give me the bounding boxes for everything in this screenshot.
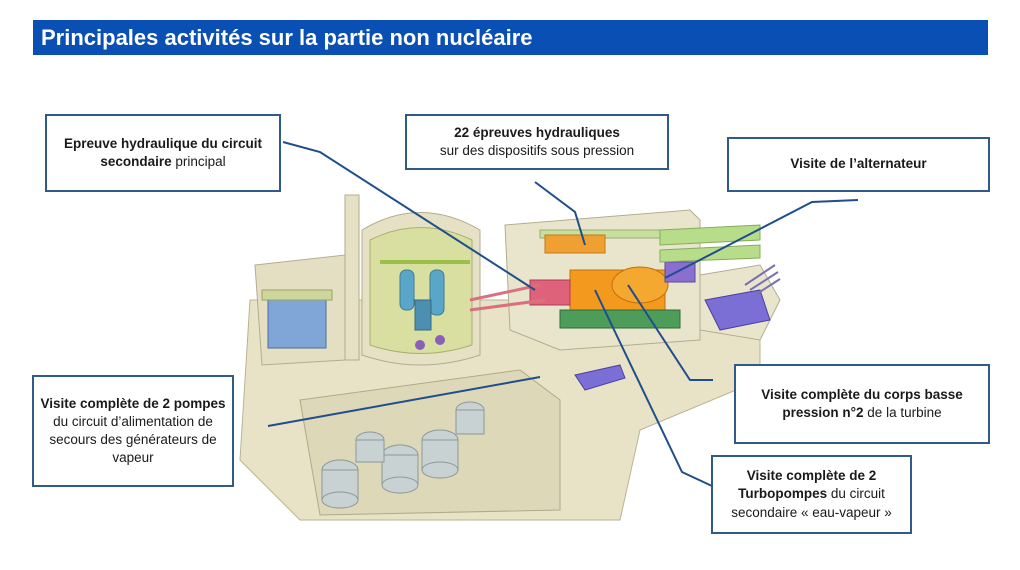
leader-epreuves-22 bbox=[534, 181, 586, 246]
storage-tanks bbox=[321, 401, 485, 509]
callout-normal-text: du circuit secondaire « eau-vapeur » bbox=[731, 486, 892, 520]
heaters bbox=[544, 234, 606, 254]
leader-lines bbox=[267, 141, 859, 487]
callout-normal-text: de la turbine bbox=[863, 405, 942, 420]
callout-corps-basse-pression: Visite complète du corps basse pression … bbox=[734, 364, 990, 444]
callout-visite-turbopompes: Visite complète de 2 Turbopompes du circ… bbox=[711, 455, 912, 534]
callout-normal-text: sur des dispositifs sous pression bbox=[439, 143, 635, 158]
condenser bbox=[559, 309, 681, 329]
callout-bold-text: 22 épreuves hydrauliques bbox=[454, 124, 620, 140]
callout-bold-text: Visite complète de 2 Turbopompes bbox=[738, 468, 877, 502]
chimney-stack bbox=[344, 194, 360, 361]
leader-corps-bp bbox=[627, 284, 713, 381]
callout-bold-text: Epreuve hydraulique du circuit secondair… bbox=[63, 135, 263, 169]
callout-epreuve-hydraulique-secondaire: Epreuve hydraulique du circuit secondair… bbox=[45, 114, 281, 192]
leader-pompes bbox=[267, 376, 541, 427]
callout-normal-text: du circuit d’alimentation de secours des… bbox=[49, 413, 217, 466]
transformer bbox=[704, 289, 771, 331]
callout-bold-text: Visite complète du corps basse pression … bbox=[761, 386, 963, 420]
callout-22-epreuves: 22 épreuves hydrauliques sur des disposi… bbox=[405, 114, 669, 170]
page-title: Principales activités sur la partie non … bbox=[33, 20, 988, 55]
steam-generator bbox=[399, 269, 415, 311]
callout-bold-text: Visite de l’alternateur bbox=[790, 156, 927, 172]
callout-normal-text: principal bbox=[171, 154, 226, 169]
callout-visite-alternateur: Visite de l’alternateur bbox=[727, 137, 990, 192]
leader-alternateur bbox=[664, 199, 859, 279]
reactor-vessel bbox=[414, 299, 432, 331]
fuel-pool bbox=[267, 299, 327, 349]
callout-bold-text: Visite complète de 2 pompes bbox=[40, 395, 226, 411]
callout-visite-pompes: Visite complète de 2 pompes du circuit d… bbox=[32, 375, 234, 487]
leader-hydro-secondaire bbox=[282, 141, 536, 291]
leader-turbopompes bbox=[594, 289, 713, 487]
